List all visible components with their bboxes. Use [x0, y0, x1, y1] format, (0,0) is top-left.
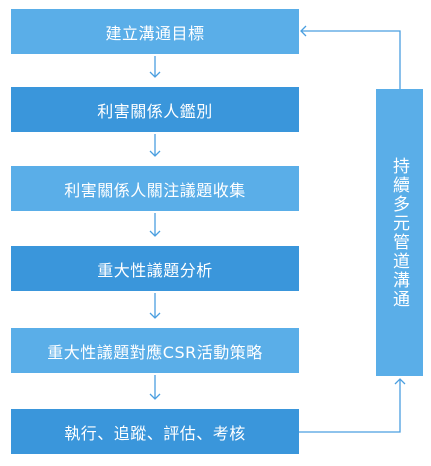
step-6-box: 執行、追蹤、評估、考核: [11, 409, 299, 454]
step-1-box: 建立溝通目標: [11, 9, 299, 54]
step-5-label: 重大性議題對應CSR活動策略: [47, 342, 263, 362]
step-6-label: 執行、追蹤、評估、考核: [64, 423, 246, 443]
arrow-5-6: [149, 375, 161, 400]
feedback-label: 持續多元管道溝通: [389, 156, 409, 309]
arrow-4-5: [149, 293, 161, 319]
arrow-1-2: [149, 56, 161, 78]
arrow-3-4: [149, 213, 161, 237]
arrow-step6-to-side: [299, 378, 406, 433]
step-4-label: 重大性議題分析: [97, 260, 213, 280]
step-4-box: 重大性議題分析: [11, 246, 299, 291]
arrow-2-3: [149, 134, 161, 157]
step-2-box: 利害關係人鑑別: [11, 87, 299, 132]
feedback-box: 持續多元管道溝通: [376, 89, 423, 376]
step-3-box: 利害關係人關注議題收集: [11, 166, 299, 211]
step-1-label: 建立溝通目標: [105, 23, 205, 43]
step-2-label: 利害關係人鑑別: [97, 101, 213, 121]
step-5-box: 重大性議題對應CSR活動策略: [11, 328, 299, 373]
arrow-side-to-step1: [300, 25, 401, 89]
step-3-label: 利害關係人關注議題收集: [64, 180, 246, 200]
